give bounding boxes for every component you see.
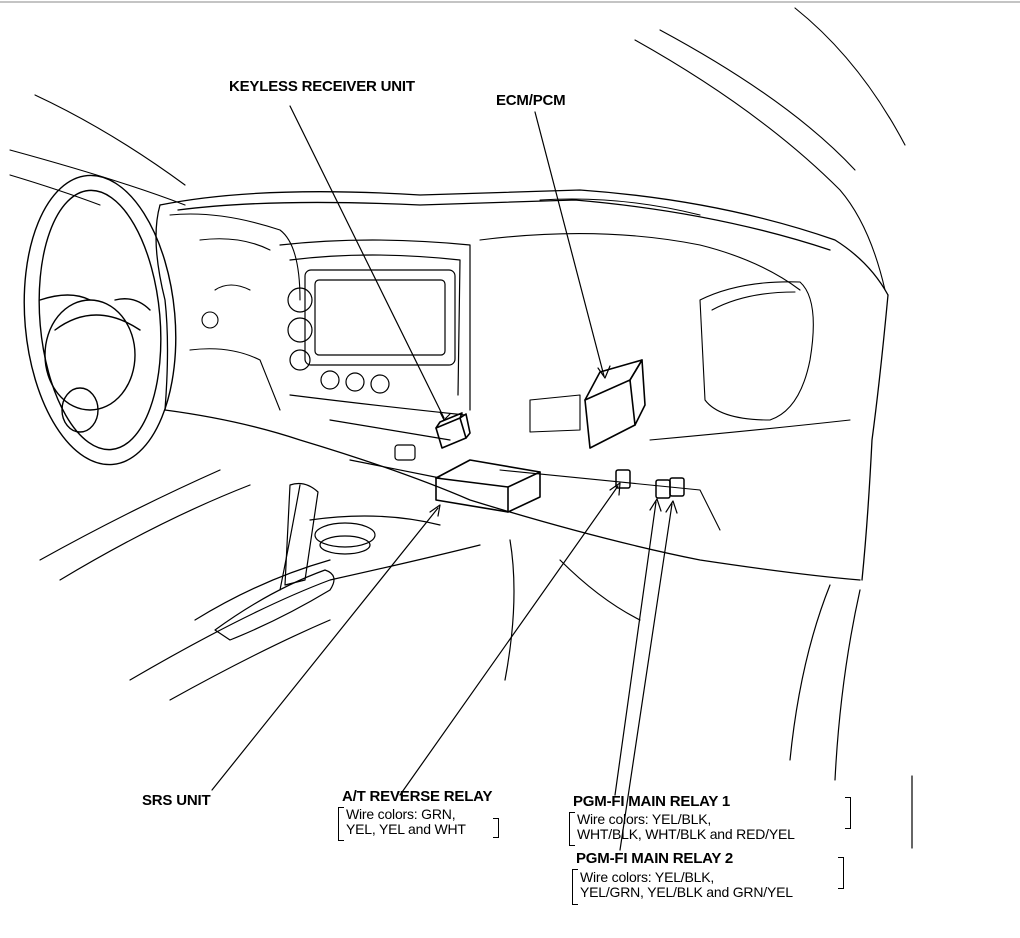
pgm-fi-main-relay-1-label: PGM-FI MAIN RELAY 1 [573, 793, 731, 810]
center-console [39, 469, 861, 781]
pgm-fi-main-relay-2-wire-line-2: YEL/GRN, YEL/BLK and GRN/YEL [580, 884, 793, 900]
at-reverse-relay-wire-line-1: Wire colors: GRN, [346, 806, 456, 822]
passenger-dash [479, 198, 851, 531]
at-reverse-relay-bracket-right [493, 818, 499, 838]
pgm-fi-relays-box [655, 477, 685, 499]
at-reverse-relay-box [615, 469, 631, 489]
ecm-pcm-label: ECM/PCM [496, 92, 566, 109]
at-reverse-relay-label: A/T REVERSE RELAY [342, 788, 493, 805]
pgm-fi-main-relay-2-bracket-left [572, 869, 578, 905]
pgm-fi-main-relay-2-bracket-right [838, 857, 844, 889]
pgm-fi-main-relay-1-bracket-right [845, 797, 851, 829]
windshield-pillar-lines [9, 7, 906, 291]
pgm-fi-main-relay-1-wire-line-2: WHT/BLK, WHT/BLK and RED/YEL [577, 826, 795, 842]
keyless-receiver-unit-label: KEYLESS RECEIVER UNIT [229, 78, 415, 95]
center-stack [279, 239, 471, 479]
srs-unit-box [435, 459, 541, 513]
srs-unit-label: SRS UNIT [142, 792, 211, 809]
at-reverse-relay-bracket-left [338, 807, 344, 841]
instrument-cluster [169, 213, 301, 411]
pgm-fi-main-relay-1-bracket-left [569, 812, 575, 846]
keyless-receiver-box [435, 412, 471, 449]
leader-lines [211, 105, 678, 851]
at-reverse-relay-wire-line-2: YEL, YEL and WHT [346, 821, 466, 837]
steering-wheel [23, 174, 177, 466]
dashboard-outline [155, 189, 889, 581]
ecm-pcm-box [584, 359, 646, 449]
pgm-fi-main-relay-1-wire-line-1: Wire colors: YEL/BLK, [577, 811, 712, 827]
pgm-fi-main-relay-2-label: PGM-FI MAIN RELAY 2 [576, 850, 734, 867]
pgm-fi-main-relay-2-wire-line-1: Wire colors: YEL/BLK, [580, 869, 715, 885]
